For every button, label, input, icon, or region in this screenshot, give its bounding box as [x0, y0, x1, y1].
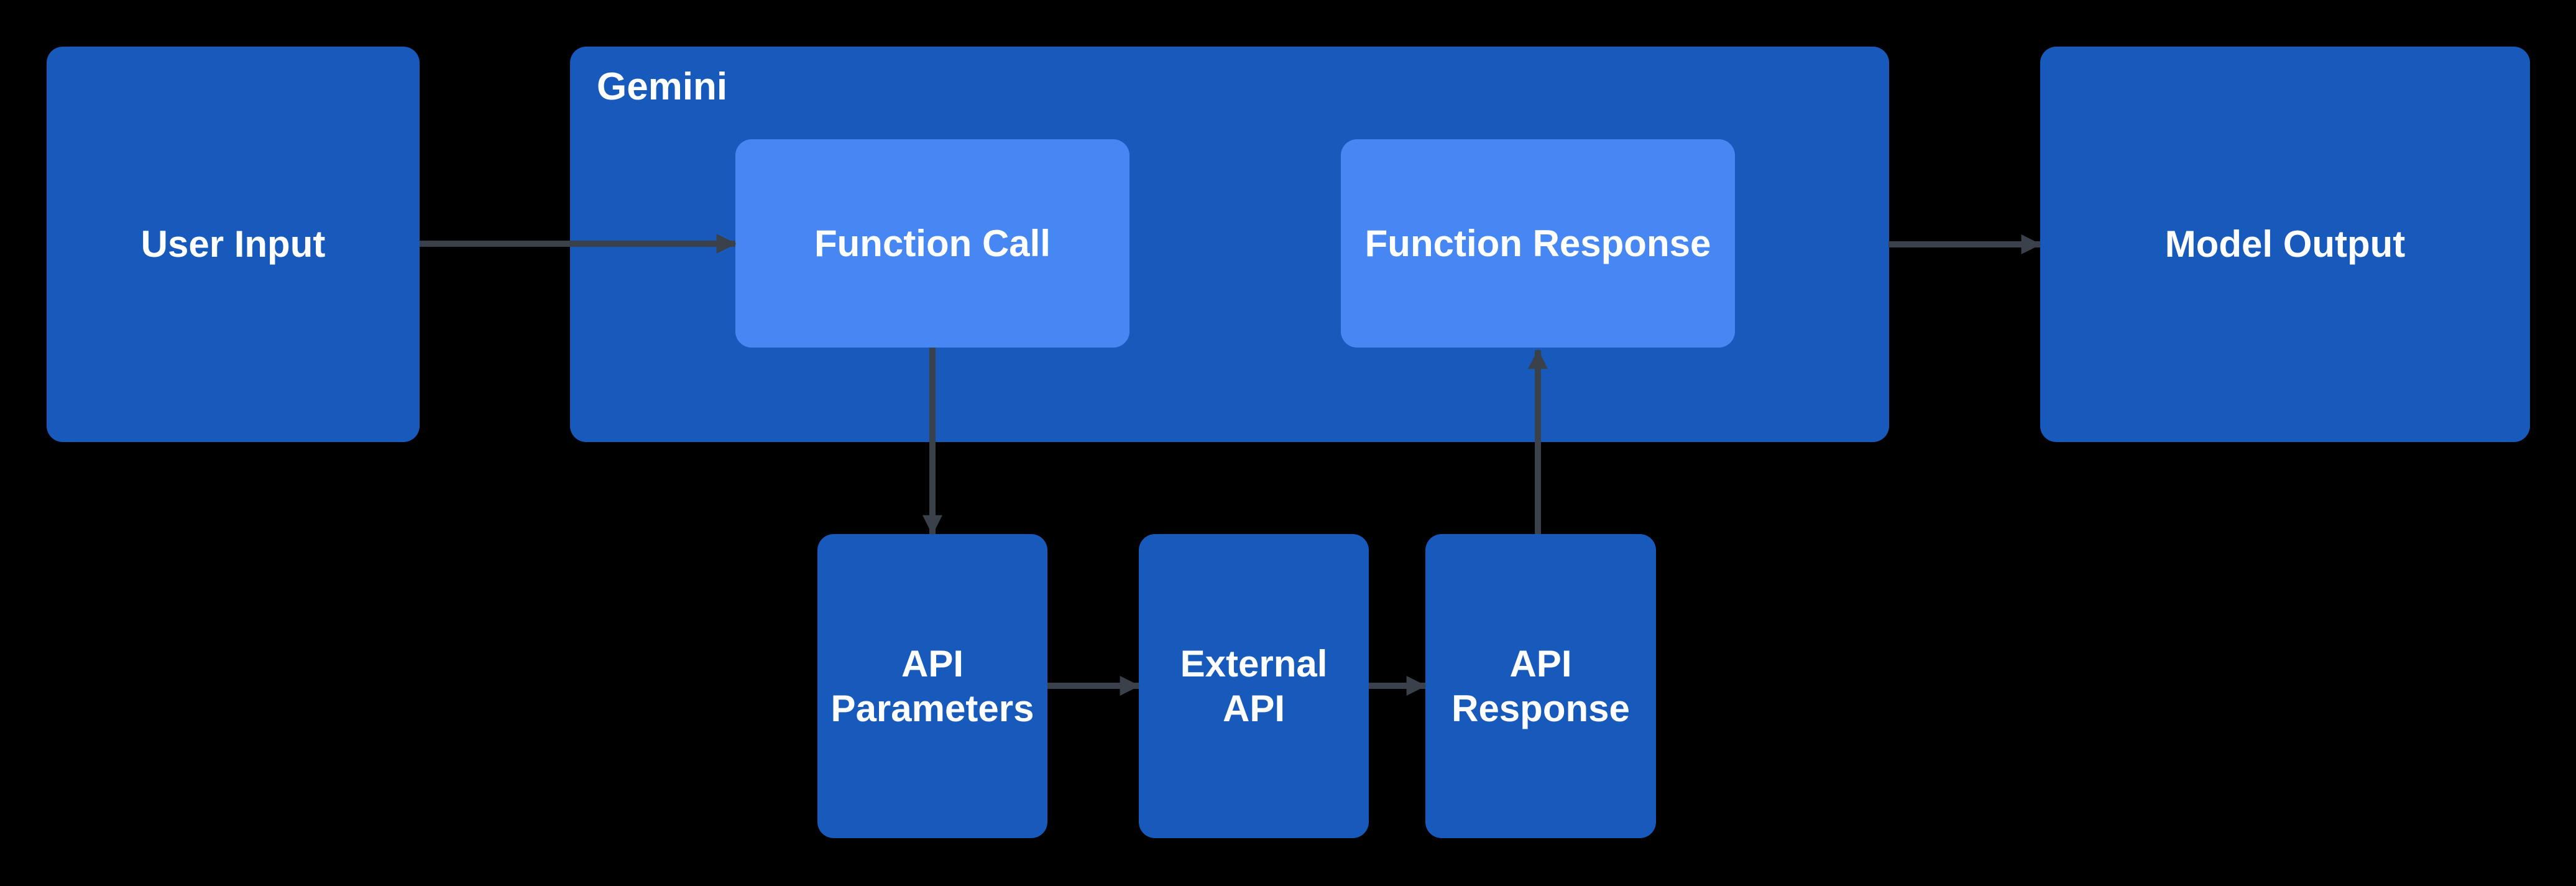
- node-user-input: User Input: [47, 47, 420, 442]
- node-api-response-label: API Response: [1451, 642, 1630, 729]
- container-gemini-label: Gemini: [597, 65, 728, 108]
- node-api-response: API Response: [1425, 534, 1656, 838]
- node-external-api-label: External API: [1180, 642, 1328, 729]
- node-function-call-label: Function Call: [814, 222, 1051, 264]
- node-user-input-label: User Input: [140, 223, 326, 265]
- node-function-call: Function Call: [735, 139, 1129, 348]
- node-api-parameters-label: API Parameters: [830, 642, 1034, 729]
- container-gemini: Gemini Function Call Function Response: [570, 47, 1889, 442]
- node-model-output-label: Model Output: [2164, 223, 2406, 265]
- node-external-api: External API: [1139, 534, 1369, 838]
- node-api-parameters: API Parameters: [817, 534, 1047, 838]
- node-function-response: Function Response: [1341, 139, 1735, 348]
- node-model-output: Model Output: [2040, 47, 2530, 442]
- node-function-response-label: Function Response: [1364, 222, 1711, 264]
